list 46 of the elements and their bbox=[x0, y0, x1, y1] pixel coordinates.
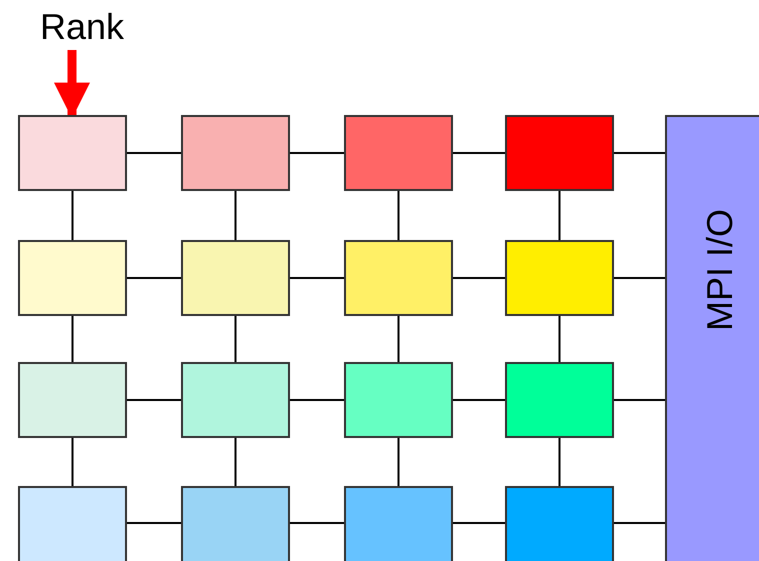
connector-line bbox=[614, 522, 665, 524]
process-box bbox=[505, 115, 614, 191]
process-box bbox=[505, 240, 614, 316]
connector-line bbox=[453, 399, 505, 401]
connector-line bbox=[453, 522, 505, 524]
process-box bbox=[344, 486, 453, 561]
process-box bbox=[344, 240, 453, 316]
connector-line bbox=[72, 191, 74, 240]
connector-line bbox=[558, 438, 560, 486]
process-box bbox=[505, 486, 614, 561]
connector-line bbox=[614, 399, 665, 401]
process-box bbox=[18, 486, 127, 561]
process-box bbox=[344, 362, 453, 438]
rank-label: Rank bbox=[32, 4, 132, 50]
connector-line bbox=[398, 438, 400, 486]
connector-line bbox=[72, 316, 74, 362]
connector-line bbox=[614, 152, 665, 154]
connector-line bbox=[290, 522, 344, 524]
connector-line bbox=[290, 277, 344, 279]
connector-line bbox=[614, 277, 665, 279]
connector-line bbox=[234, 316, 236, 362]
connector-line bbox=[290, 152, 344, 154]
process-box bbox=[181, 486, 290, 561]
process-box bbox=[344, 115, 453, 191]
connector-line bbox=[127, 522, 181, 524]
connector-line bbox=[453, 152, 505, 154]
process-box bbox=[18, 362, 127, 438]
connector-line bbox=[127, 277, 181, 279]
process-box bbox=[181, 115, 290, 191]
process-box bbox=[181, 240, 290, 316]
process-box bbox=[181, 362, 290, 438]
connector-line bbox=[127, 152, 181, 154]
connector-line bbox=[453, 277, 505, 279]
connector-line bbox=[234, 438, 236, 486]
connector-line bbox=[398, 191, 400, 240]
io-layer-box: MPI I/O bbox=[665, 115, 759, 561]
process-box bbox=[505, 362, 614, 438]
connector-line bbox=[398, 316, 400, 362]
connector-line bbox=[127, 399, 181, 401]
connector-line bbox=[558, 191, 560, 240]
process-box bbox=[18, 115, 127, 191]
connector-line bbox=[558, 316, 560, 362]
connector-line bbox=[234, 191, 236, 240]
connector-line bbox=[72, 438, 74, 486]
process-box bbox=[18, 240, 127, 316]
connector-line bbox=[290, 399, 344, 401]
